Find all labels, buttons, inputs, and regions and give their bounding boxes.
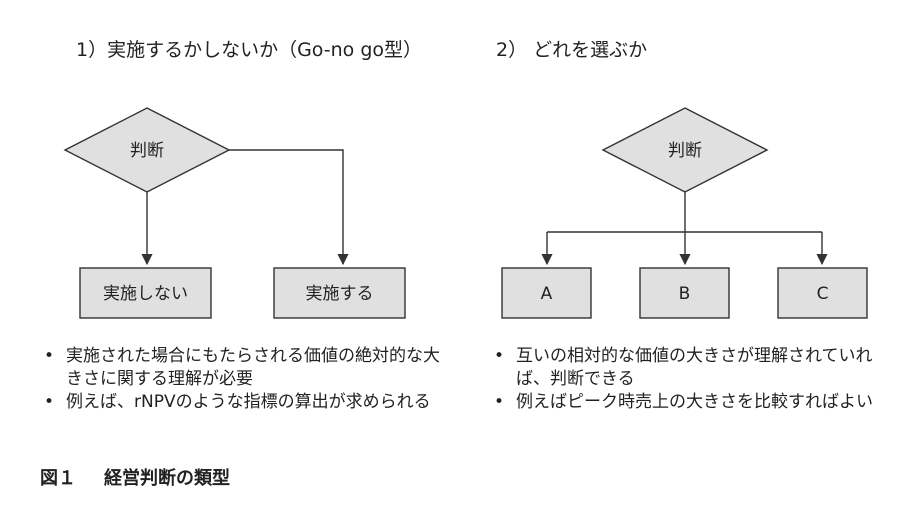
option-box-b xyxy=(639,267,730,319)
left-arrow-go xyxy=(229,149,349,266)
outcome-box-no-go xyxy=(79,267,212,319)
option-box-a xyxy=(501,267,592,319)
right-decision-flow: 判断 A B C xyxy=(501,107,868,319)
option-label-a: A xyxy=(541,284,553,304)
figure-caption-text: 経営判断の類型 xyxy=(104,468,230,489)
right-panel-notes: 互いの相対的な価値の大きさが理解されていれば、判断できる 例えばピーク時売上の大… xyxy=(490,345,890,414)
right-note-item: 互いの相対的な価値の大きさが理解されていれば、判断できる xyxy=(490,345,890,391)
left-note-item: 実施された場合にもたらされる価値の絶対的な大きさに関する理解が必要 xyxy=(40,345,440,391)
outcome-label-no-go: 実施しない xyxy=(103,284,188,304)
right-panel-title: 2） どれを選ぶか xyxy=(496,39,648,61)
left-decision-label: 判断 xyxy=(130,141,164,161)
left-panel-notes: 実施された場合にもたらされる価値の絶対的な大きさに関する理解が必要 例えば、rN… xyxy=(40,345,440,414)
figure-number: 図１ xyxy=(40,468,76,489)
left-panel-title: 1）実施するかしないか（Go-no go型） xyxy=(76,39,423,61)
figure-caption: 図１ 経営判断の類型 xyxy=(40,466,230,492)
left-note-item: 例えば、rNPVのような指標の算出が求められる xyxy=(40,391,440,414)
left-decision-flow: 判断 実施しない 実施する xyxy=(63,107,406,319)
outcome-label-go: 実施する xyxy=(306,284,374,304)
option-label-c: C xyxy=(817,284,829,304)
right-decision-label: 判断 xyxy=(668,141,702,161)
option-box-c xyxy=(777,267,868,319)
right-note-item: 例えばピーク時売上の大きさを比較すればよい xyxy=(490,391,890,414)
outcome-box-go xyxy=(273,267,406,319)
option-label-b: B xyxy=(679,284,691,304)
